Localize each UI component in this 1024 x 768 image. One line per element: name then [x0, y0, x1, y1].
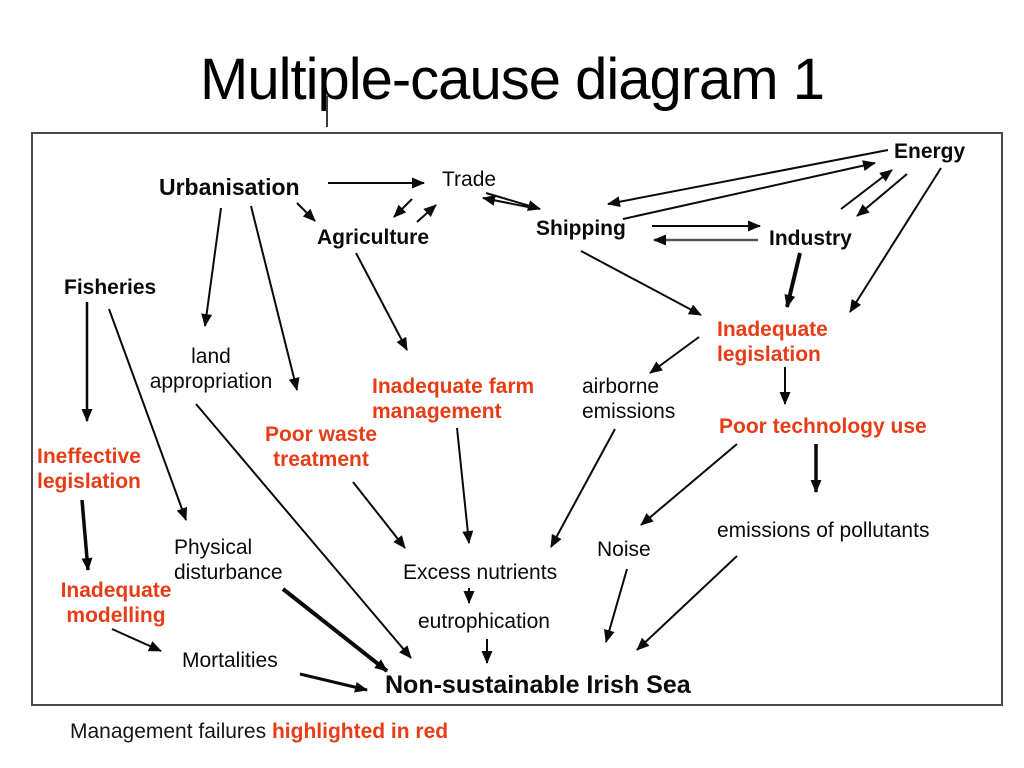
diagram-border-box [31, 132, 1003, 706]
node-energy: Energy [894, 140, 966, 163]
slide-title: Multiple-cause diagram 1 [200, 47, 825, 112]
node-noise: Noise [597, 538, 651, 561]
node-fisheries: Fisheries [64, 276, 157, 299]
node-agriculture: Agriculture [317, 226, 430, 249]
node-physical-disturbance: Physical disturbance [174, 536, 283, 584]
caption-highlight: highlighted in red [271, 720, 449, 743]
node-emissions-of-pollutants: emissions of pollutants [717, 519, 930, 542]
node-eutrophication: eutrophication [418, 610, 550, 633]
node-poor-waste-treatment: Poor waste treatment [264, 423, 378, 471]
node-airborne-emissions: airborne emissions [582, 375, 676, 423]
node-land-appropriation: land appropriation [149, 345, 273, 393]
node-shipping: Shipping [536, 217, 626, 240]
node-industry: Industry [769, 227, 852, 250]
node-urbanisation: Urbanisation [159, 174, 300, 200]
node-mortalities: Mortalities [182, 649, 278, 672]
node-inadequate-modelling: Inadequate modelling [60, 579, 172, 627]
node-excess-nutrients: Excess nutrients [403, 561, 558, 584]
text-cursor-artifact [326, 96, 328, 127]
caption: Management failures highlighted in red [70, 720, 448, 744]
node-poor-technology-use: Poor technology use [719, 415, 927, 438]
node-inadequate-farm-management: Inadequate farm management [372, 375, 535, 423]
node-ineffective-legislation: Ineffective legislation [37, 445, 141, 493]
node-non-sustainable-irish-sea: Non-sustainable Irish Sea [385, 671, 691, 699]
node-inadequate-legislation: Inadequate legislation [717, 318, 828, 366]
caption-prefix: Management failures [70, 720, 272, 743]
node-trade: Trade [442, 168, 497, 191]
